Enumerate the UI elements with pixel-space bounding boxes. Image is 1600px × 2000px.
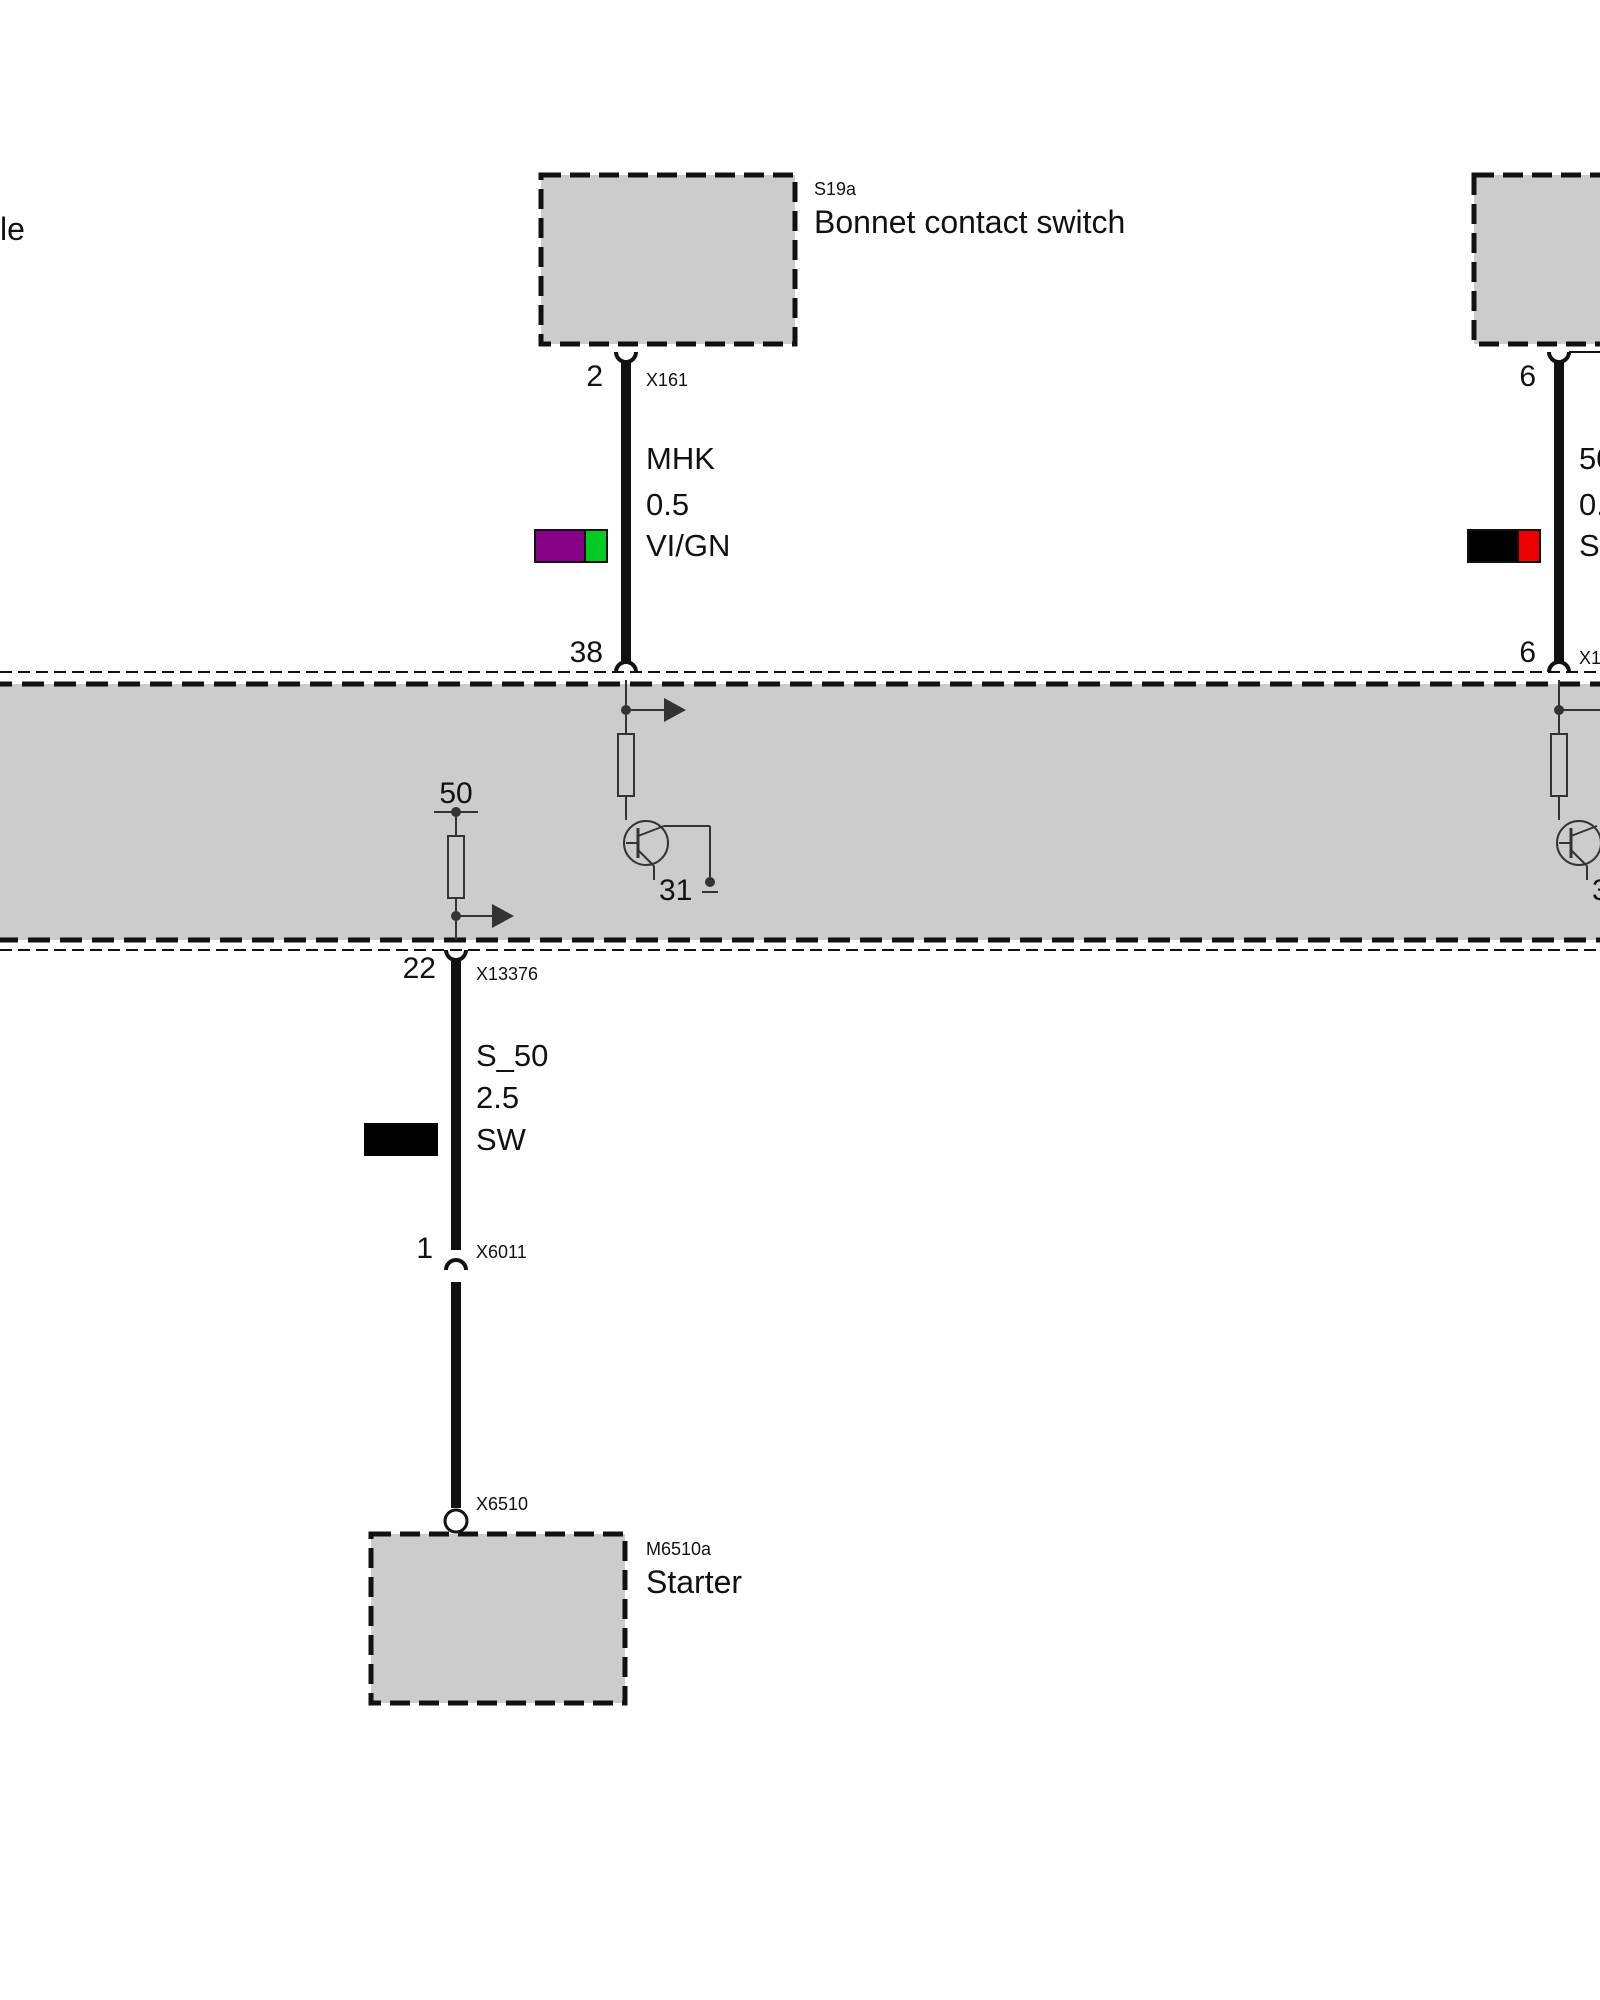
right-wire-pin-bottom: 6 [1519, 636, 1536, 669]
right-top-pin-symbol [1547, 351, 1571, 364]
signal-arrow-head [664, 698, 686, 722]
transistor-body [623, 820, 669, 866]
transistor-collector [637, 825, 665, 837]
bonnet-switch-name: Bonnet contact switch [814, 204, 1125, 240]
right-wire-connector-bottom: X1 [1579, 648, 1600, 668]
starter-wire-color-code: SW [476, 1122, 527, 1157]
swatch-red [1517, 529, 1541, 563]
bonnet-wire-gauge: 0.5 [646, 487, 689, 522]
starter-wire-color-swatch [364, 1123, 438, 1156]
module-partial-label: le [0, 211, 25, 247]
bonnet-switch-box [538, 172, 798, 347]
right-wire-pin-top: 6 [1519, 360, 1536, 393]
starter-name: Starter [646, 1564, 742, 1600]
bonnet-wire-color-code: VI/GN [646, 528, 730, 563]
module-body [0, 681, 1600, 943]
bonnet-wire-pin-bottom: 38 [570, 636, 603, 669]
starter-terminal-eyelet [443, 1508, 469, 1534]
bonnet-wire-color-swatch [534, 529, 608, 563]
right-wire-gauge: 0. [1579, 487, 1600, 522]
starter[interactable] [368, 1531, 628, 1706]
right-ground-terminal-label: 3 [1592, 874, 1600, 907]
starter-code: M6510a [646, 1539, 712, 1559]
starter-wire-pin-mid: 1 [416, 1232, 433, 1265]
right-component-box [1471, 172, 1600, 347]
bonnet-bottom-pin-symbol [614, 660, 638, 673]
swatch-green [584, 529, 608, 563]
control-module[interactable] [0, 671, 1600, 951]
right-wire-color-code: S [1579, 528, 1600, 563]
starter-wire-connector-mid: X6011 [476, 1242, 527, 1262]
starter-wire-signal: S_50 [476, 1038, 548, 1073]
ground-terminal-label: 31 [659, 874, 692, 907]
starter-box [368, 1531, 628, 1706]
mid-connector-pin-symbol [444, 1258, 468, 1271]
bonnet-top-pin-symbol [614, 351, 638, 364]
input-circuit-right [1550, 680, 1600, 880]
starter-wire-pin-top: 22 [403, 952, 436, 985]
bonnet-contact-switch[interactable] [538, 172, 798, 347]
starter-wire[interactable] [443, 949, 469, 1534]
transistor-body [1556, 820, 1600, 866]
bonnet-wire-pin-top: 2 [586, 360, 603, 393]
starter-wire-connector-top: X13376 [476, 964, 538, 984]
supply-terminal-label: 50 [439, 777, 472, 810]
swatch-violet [534, 529, 586, 563]
starter-wire-gauge: 2.5 [476, 1080, 519, 1115]
signal-arrow-head [492, 904, 514, 928]
ground-dot [705, 877, 715, 887]
right-wire-color-swatch [1467, 529, 1541, 563]
right-component[interactable] [1471, 172, 1600, 347]
terminal-50-circuit [434, 807, 514, 940]
transistor-collector [1570, 825, 1598, 837]
right-wire[interactable] [1547, 351, 1600, 673]
transistor-emitter [637, 849, 655, 867]
bonnet-wire[interactable] [614, 351, 638, 673]
starter-wire-connector-bottom: X6510 [476, 1494, 528, 1514]
transistor-emitter [1570, 849, 1588, 867]
right-bottom-pin-symbol [1547, 660, 1571, 673]
right-wire-signal: 50 [1579, 441, 1600, 476]
bonnet-wire-connector-top: X161 [646, 370, 688, 390]
input-circuit-bonnet [617, 680, 718, 893]
bonnet-wire-signal: MHK [646, 441, 715, 476]
swatch-black [1467, 529, 1519, 563]
bonnet-switch-code: S19a [814, 179, 857, 199]
starter-top-pin-symbol [444, 949, 468, 962]
